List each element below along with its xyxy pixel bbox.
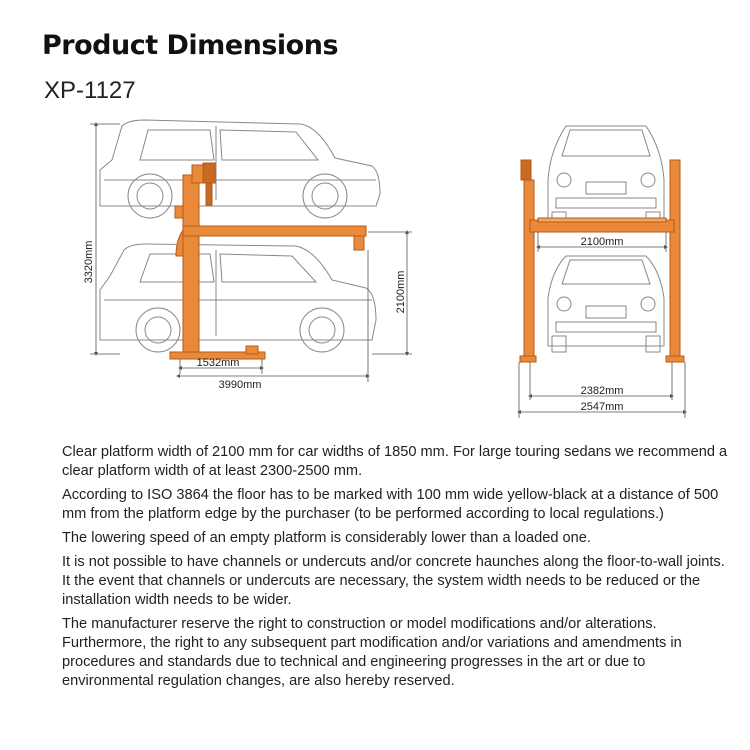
front-platform-width-label: 2100mm [581,236,624,248]
upper-car-side [99,119,381,219]
note-paragraph: Clear platform width of 2100 mm for car … [62,444,728,479]
side-base-label: 1532mm [197,357,240,369]
front-inner-width-label: 2382mm [581,385,624,397]
page-title: Product Dimensions [42,30,339,61]
front-view: 2100mm 2382mm 2547mm [517,125,687,418]
product-dimensions-diagram: 3320mm 2100mm 1532mm 3990mm [83,119,687,418]
side-platform-height-label: 2100mm [395,271,407,314]
side-view: 3320mm 2100mm 1532mm 3990mm [83,119,412,391]
note-paragraph: According to ISO 3864 the floor has to b… [62,487,719,522]
front-dimension-lines [517,232,687,418]
front-outer-width-label: 2547mm [581,401,624,413]
note-paragraph: It is not possible to have channels or u… [62,554,725,608]
side-height-label: 3320mm [83,241,95,284]
notes-section: Clear platform width of 2100 mm for car … [62,443,732,696]
note-paragraph: The manufacturer reserve the right to co… [62,616,682,689]
side-dimension-lines [90,122,412,382]
lower-car-side [99,243,377,353]
note-paragraph: The lowering speed of an empty platform … [62,530,591,546]
side-length-label: 3990mm [219,379,262,391]
upper-car-front [547,125,665,229]
lift-structure-side [169,162,367,360]
lower-car-front [547,255,665,353]
lift-structure-front [519,159,685,363]
model-number: XP-1127 [44,77,136,104]
